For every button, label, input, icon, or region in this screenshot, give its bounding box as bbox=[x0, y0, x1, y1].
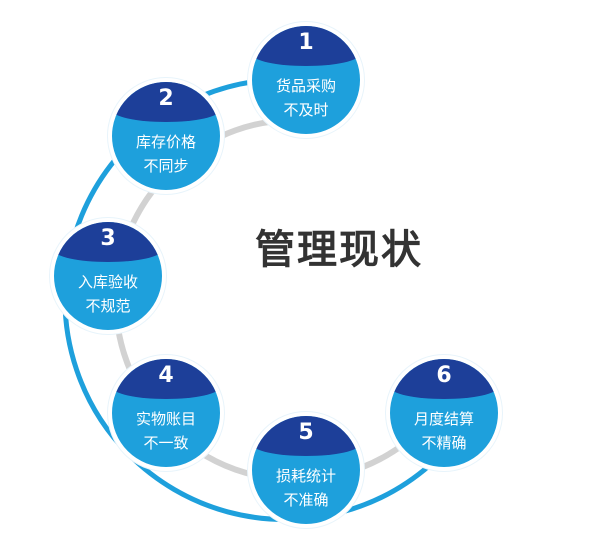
node-3: 3 入库验收 不规范 bbox=[50, 218, 166, 334]
node-6-number: 6 bbox=[436, 363, 452, 388]
node-5-cap bbox=[252, 416, 360, 456]
node-2: 2 库存价格 不同步 bbox=[108, 78, 224, 194]
node-4: 4 实物账目 不一致 bbox=[108, 355, 224, 471]
node-3-line2: 不规范 bbox=[85, 297, 131, 315]
node-3-cap bbox=[54, 222, 162, 262]
node-4-number: 4 bbox=[158, 363, 174, 388]
node-2-number: 2 bbox=[158, 86, 174, 111]
node-1-number: 1 bbox=[298, 30, 314, 55]
node-3-number: 3 bbox=[100, 226, 116, 251]
node-4-cap bbox=[112, 359, 220, 399]
node-4-line2: 不一致 bbox=[143, 434, 189, 452]
node-5-number: 5 bbox=[298, 420, 314, 445]
node-6-line1: 月度结算 bbox=[413, 410, 474, 428]
node-6: 6 月度结算 不精确 bbox=[386, 355, 502, 471]
node-6-cap bbox=[390, 359, 498, 399]
node-1: 1 货品采购 不及时 bbox=[248, 22, 364, 138]
node-1-cap bbox=[252, 26, 360, 66]
node-4-line1: 实物账目 bbox=[135, 410, 196, 428]
node-6-line2: 不精确 bbox=[421, 434, 467, 452]
center-title: 管理现状 bbox=[255, 227, 423, 273]
node-2-cap bbox=[112, 82, 220, 122]
node-5-line2: 不准确 bbox=[283, 491, 329, 509]
node-5-line1: 损耗统计 bbox=[275, 467, 336, 485]
node-5: 5 损耗统计 不准确 bbox=[248, 412, 364, 528]
node-1-line1: 货品采购 bbox=[275, 77, 336, 95]
node-2-line2: 不同步 bbox=[143, 157, 189, 175]
node-2-line1: 库存价格 bbox=[135, 133, 196, 151]
node-3-line1: 入库验收 bbox=[77, 273, 138, 291]
node-1-line2: 不及时 bbox=[283, 101, 329, 119]
